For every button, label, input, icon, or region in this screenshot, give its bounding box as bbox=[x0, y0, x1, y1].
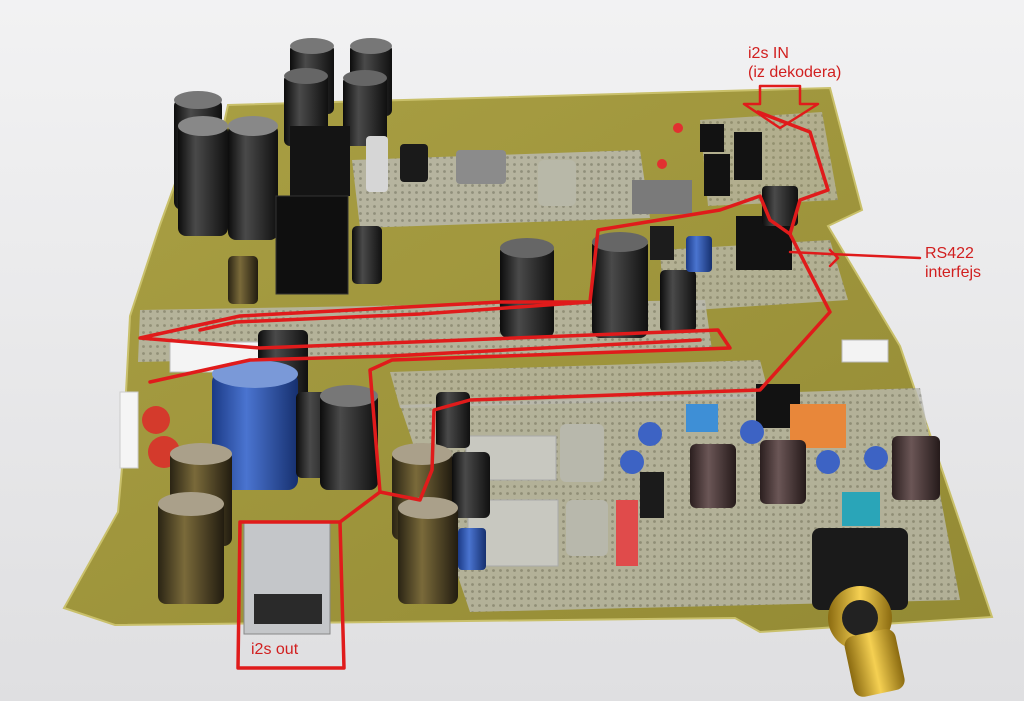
capacitors-middle bbox=[500, 123, 798, 338]
i2s-out-box bbox=[236, 520, 346, 670]
capacitors-top-left bbox=[174, 38, 576, 304]
i2s-in-label-line1: i2s IN bbox=[748, 45, 789, 62]
rs422-label-line1: RS422 bbox=[925, 245, 974, 262]
bnc-housing bbox=[812, 528, 908, 610]
i2s-in-arrow bbox=[742, 84, 820, 130]
i2s-in-label: i2s IN (iz dekodera) bbox=[748, 44, 841, 82]
ground-plane bbox=[390, 360, 770, 408]
i2s-in-label-line2: (iz dekodera) bbox=[748, 64, 842, 81]
rs422-label-line2: interfejs bbox=[925, 264, 982, 281]
components-right bbox=[620, 339, 940, 697]
capacitors-lower-left bbox=[119, 330, 378, 635]
annotation-traces bbox=[138, 84, 922, 670]
rs422-label: RS422 interfejs bbox=[925, 244, 981, 282]
i2s-out-label: i2s out bbox=[251, 641, 299, 658]
capacitors-lower-middle bbox=[392, 392, 664, 604]
